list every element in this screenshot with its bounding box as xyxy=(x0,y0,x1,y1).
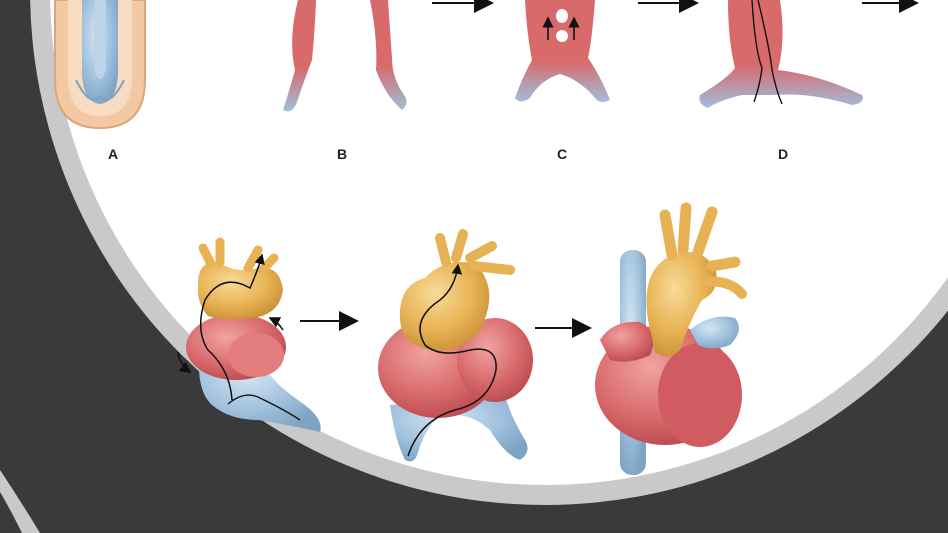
stage-label-d: D xyxy=(778,146,788,162)
stage-label-c: C xyxy=(557,146,567,162)
embryo-icon xyxy=(55,0,145,128)
ring-fragment xyxy=(0,470,40,533)
stage-label-a: A xyxy=(108,146,118,162)
stage-label-b: B xyxy=(337,146,347,162)
